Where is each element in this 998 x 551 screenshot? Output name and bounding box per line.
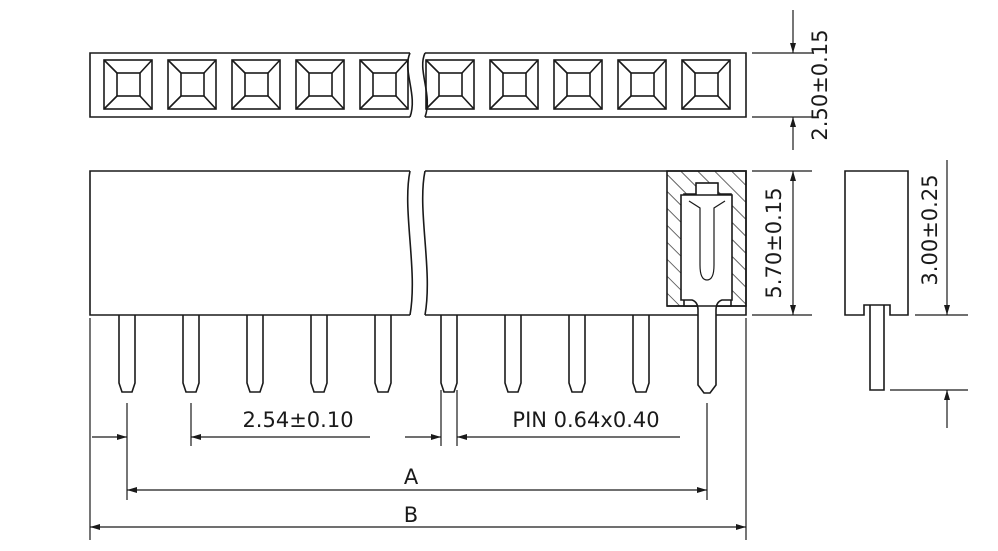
side-view xyxy=(844,170,909,391)
top-height-label: 2.50±0.15 xyxy=(808,29,832,140)
socket-hole-icon xyxy=(359,59,409,110)
socket-hole-icon xyxy=(681,59,731,110)
pin xyxy=(568,315,586,393)
pin xyxy=(310,315,328,393)
dimension-a: A xyxy=(127,403,708,500)
length-b-label: B xyxy=(404,503,418,527)
pin xyxy=(504,315,522,393)
socket-hole-icon xyxy=(489,59,539,110)
socket-hole-icon xyxy=(103,59,153,110)
pin xyxy=(182,315,200,393)
pin xyxy=(374,315,392,393)
pitch-label: 2.54±0.10 xyxy=(242,408,353,432)
dimension-pitch: 2.54±0.10 xyxy=(92,403,370,500)
socket-hole-icon xyxy=(425,59,475,110)
socket-hole-icon xyxy=(617,59,667,110)
pin-size-label: PIN 0.64x0.40 xyxy=(512,408,659,432)
socket-cross-section xyxy=(666,170,747,394)
socket-hole-icon xyxy=(553,59,603,110)
side-height-label: 3.00±0.25 xyxy=(918,174,942,285)
socket-hole-icon xyxy=(295,59,345,110)
dimension-top-height: 2.50±0.15 xyxy=(752,10,832,150)
pin xyxy=(632,315,650,393)
front-view xyxy=(89,170,747,393)
top-view xyxy=(89,52,747,118)
dimension-b: B xyxy=(89,318,747,540)
pin xyxy=(246,315,264,393)
socket-hole-icon xyxy=(231,59,281,110)
pin xyxy=(118,315,136,393)
length-a-label: A xyxy=(404,465,419,489)
dimension-pin-size: PIN 0.64x0.40 xyxy=(405,390,680,446)
dimension-body-height: 5.70±0.15 xyxy=(752,170,812,316)
socket-hole-icon xyxy=(167,59,217,110)
body-height-label: 5.70±0.15 xyxy=(762,187,786,298)
dimension-side-height: 3.00±0.25 xyxy=(890,160,968,428)
pin xyxy=(440,315,458,393)
